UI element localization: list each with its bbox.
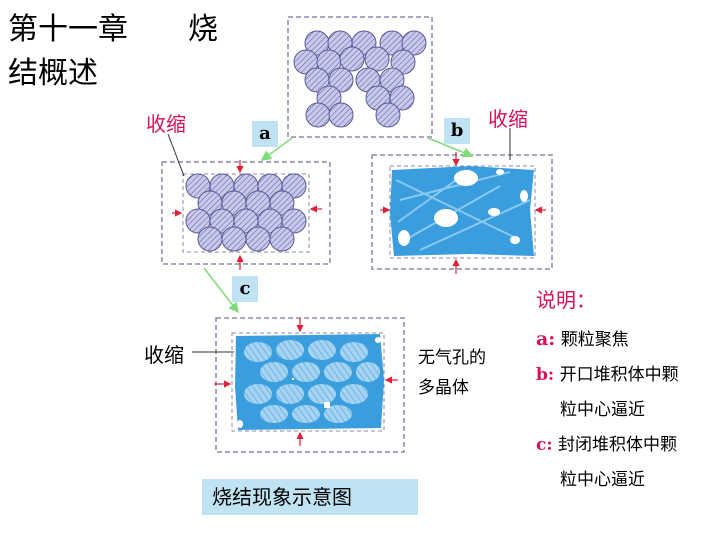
pore-free-label: 无气孔的 多晶体 [418,343,486,403]
shrink-arrows-left [172,160,322,270]
pores-dense [237,337,381,428]
legend-title: 说明： [536,288,596,312]
legend-c-text-1: 封闭堆积体中颗 [552,435,678,455]
legend-b: b: 开口堆积体中颗 [536,360,716,385]
frame-pore-free [215,317,405,453]
shrink-arrows-bottom [214,318,398,446]
particles-initial [293,30,427,128]
shrink-label-2: 收缩 [488,107,528,131]
diagram-caption: 烧结现象示意图 [202,479,418,515]
frame-aggregated [161,161,331,265]
legend-b-key: b: [536,365,555,385]
legend-c-key: c: [536,435,553,455]
legend-c: c: 封闭堆积体中颗 [536,430,716,455]
transition-arrow-a [260,137,293,161]
frame-pore-free-inner [231,332,385,432]
transition-arrow-c [203,267,239,314]
tag-b: b [444,118,470,144]
particles-aggregated [185,173,307,252]
shrink-arrows-right [380,152,546,274]
legend-b-text-2: 粒中心逼近 [560,400,645,420]
page-title: 第十一章 烧 结概述 [8,12,218,91]
shrink-label-3: 收缩 [144,343,184,367]
shrink-label-1: 收缩 [146,112,186,136]
legend-b-text-1: 开口堆积体中颗 [554,365,679,385]
transition-arrow-b [427,137,474,158]
pore-free-line-1: 无气孔的 [418,348,486,368]
tag-c: c [232,276,258,302]
tag-a: a [252,121,278,147]
legend-a: a: 颗粒聚焦 [536,325,716,350]
frame-initial [287,16,433,138]
legend: 说明： a: 颗粒聚焦 b: 开口堆积体中颗 粒中心逼近 c: 封闭堆积体中颗 … [536,284,716,490]
grain-pattern-dense [244,340,380,423]
legend-a-key: a: [536,328,556,350]
pores-open [398,169,528,246]
leader-shrink-1 [167,133,185,177]
legend-c-text-2: 粒中心逼近 [560,470,645,490]
pore-free-line-2: 多晶体 [418,378,469,398]
legend-a-text: 颗粒聚焦 [555,330,629,350]
